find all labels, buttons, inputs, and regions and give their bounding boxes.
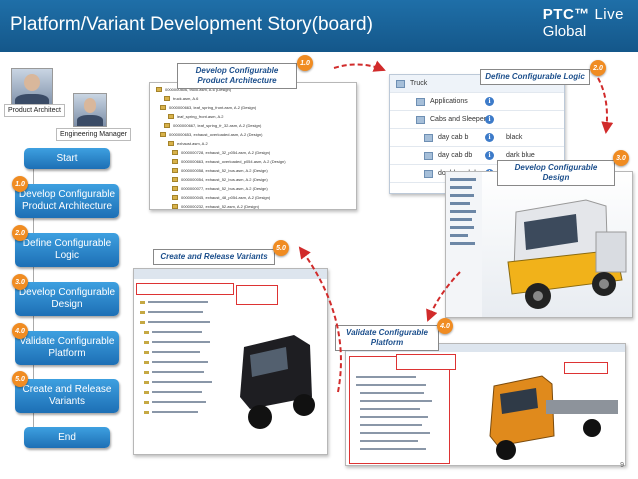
title-bar: Platform/Variant Development Story(board… xyxy=(0,0,638,52)
callout-badge-3: 3.0 xyxy=(613,150,629,166)
callout-define-logic: Define Configurable Logic xyxy=(480,69,590,85)
option-row[interactable]: day cab db i dark blue xyxy=(390,147,564,165)
flow-badge-1: 1.0 xyxy=(12,176,28,192)
info-icon: i xyxy=(485,97,494,106)
ptc-live-global-logo: PTC™ Live Global xyxy=(542,6,624,40)
callout-create-release: Create and Release Variants xyxy=(153,249,275,265)
flow-step-5: Create and Release Variants xyxy=(15,379,119,413)
validation-truck-image xyxy=(356,375,618,460)
flow-badge-4: 4.0 xyxy=(12,323,28,339)
callout-badge-4: 4.0 xyxy=(437,318,453,334)
option-row[interactable]: day cab b i black xyxy=(390,129,564,147)
callout-validate-platform: Validate Configurable Platform xyxy=(335,325,439,351)
flow-badge-2: 2.0 xyxy=(12,225,28,241)
logo-global: Global xyxy=(542,23,587,40)
variant-release-panel xyxy=(133,268,328,455)
tree-row[interactable]: exhaust.asm, A.2 xyxy=(168,140,208,147)
highlight-frame xyxy=(136,283,234,295)
validation-panel xyxy=(345,343,626,466)
cad-design-panel[interactable] xyxy=(445,171,633,318)
flow-badge-3: 3.0 xyxy=(12,274,28,290)
variant-truck-image xyxy=(140,301,315,429)
option-row[interactable]: Cabs and Sleepers i xyxy=(390,111,564,129)
tree-row[interactable]: 0000000653, exhaust_overloaded.asm, A.2 … xyxy=(160,131,262,138)
product-architect-label: Product Architect xyxy=(4,104,65,117)
option-row[interactable]: Applications i xyxy=(390,93,564,111)
page-number: 9 xyxy=(620,462,624,469)
flow-badge-5: 5.0 xyxy=(12,371,28,387)
tree-row[interactable]: 0000000058, exhaust_52_bus.asm, A.2 (Des… xyxy=(172,167,268,174)
flow-step-1: Develop Configurable Product Architectur… xyxy=(15,184,119,218)
tree-row[interactable]: 0000000667, leaf_spring_fr_32.asm, A.2 (… xyxy=(164,122,261,129)
tree-row[interactable]: 0000000232, exhaust_52.asm, A.2 (Design) xyxy=(172,203,259,209)
flow-step-4: Validate Configurable Platform xyxy=(15,331,119,365)
info-icon: i xyxy=(485,133,494,142)
tree-row[interactable]: 0000000663, exhaust_overloaded_p054.asm,… xyxy=(172,158,286,165)
annotation-note xyxy=(396,354,456,370)
flow-start: Start xyxy=(24,148,110,169)
structure-tree-panel: 0000000806, truck.asm, A.6 (Design) truc… xyxy=(149,82,357,210)
info-icon: i xyxy=(485,115,494,124)
tree-row[interactable]: 0000000077, exhaust_52_bus.asm, A.2 (Des… xyxy=(172,185,268,192)
callout-badge-1: 1.0 xyxy=(297,55,313,71)
engineering-manager-avatar xyxy=(73,93,107,127)
tree-row[interactable]: 0000000663, leaf_spring_front.asm, A.2 (… xyxy=(160,104,256,111)
callout-develop-architecture: Develop Configurable Product Architectur… xyxy=(177,63,297,89)
flow-step-3: Develop Configurable Design xyxy=(15,282,119,316)
tree-row[interactable]: 0000000054, exhaust_52_bus.asm, A.2 (Des… xyxy=(172,176,268,183)
callout-develop-design: Develop Configurable Design xyxy=(497,160,615,186)
tree-row[interactable]: leaf_spring_front.asm, A.2 xyxy=(168,113,223,120)
callout-badge-2: 2.0 xyxy=(590,60,606,76)
tree-row[interactable]: 0000000728, exhaust_32_p054.asm, A.2 (De… xyxy=(172,149,270,156)
product-architect-avatar xyxy=(11,68,53,108)
engineering-manager-label: Engineering Manager xyxy=(56,128,131,141)
tree-row[interactable]: 0000000806, truck.asm, A.6 (Design) xyxy=(156,86,231,93)
logo-ptc: PTC xyxy=(542,6,575,23)
info-icon: i xyxy=(485,151,494,160)
flow-step-2: Define Configurable Logic xyxy=(15,233,119,267)
annotation-note xyxy=(564,362,608,374)
flow-end: End xyxy=(24,427,110,448)
tree-row[interactable]: 0000000045, exhaust_48_p054.asm, A.2 (De… xyxy=(172,194,270,201)
logo-live: Live xyxy=(594,6,624,23)
truck-model-image xyxy=(446,172,627,317)
page-title: Platform/Variant Development Story(board… xyxy=(10,14,373,35)
callout-badge-5: 5.0 xyxy=(273,240,289,256)
annotation-note xyxy=(236,285,278,305)
tree-row[interactable]: truck.asm, A.6 xyxy=(164,95,198,102)
